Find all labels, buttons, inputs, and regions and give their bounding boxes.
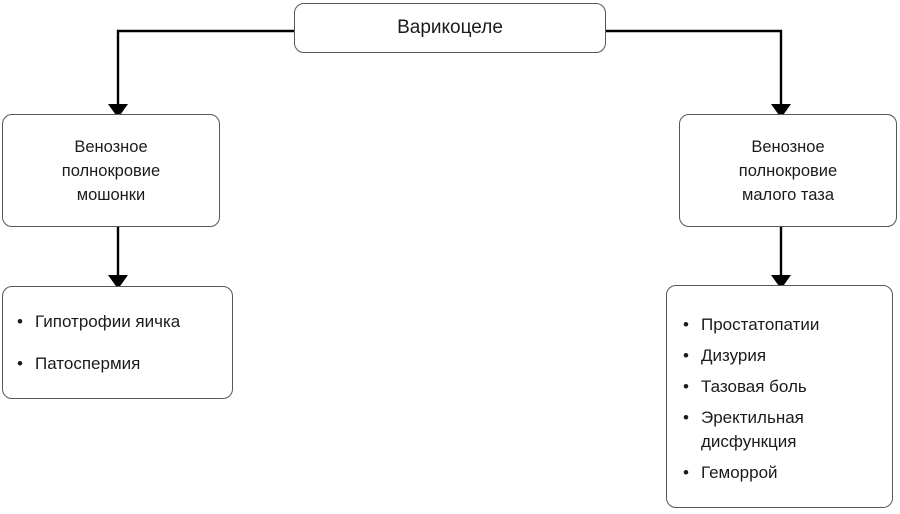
node-pelvic-outcomes[interactable]: • Простатопатии • Дизурия • Тазовая боль… bbox=[666, 285, 893, 508]
bullet-icon: • bbox=[17, 353, 23, 373]
node-pelvic-venous-congestion-label: Венозное полнокровие малого таза bbox=[738, 137, 838, 204]
bullet-icon: • bbox=[683, 345, 689, 365]
list-item: • Тазовая боль bbox=[683, 375, 882, 399]
connector-root-to-scrotum bbox=[116, 29, 294, 104]
list-item: • Геморрой bbox=[683, 461, 882, 485]
list-item-label: Дизурия bbox=[701, 345, 767, 365]
list-item-label: Простатопатии bbox=[701, 314, 820, 334]
bullet-icon: • bbox=[17, 311, 23, 331]
list-item-label: Патоспермия bbox=[35, 353, 141, 373]
connector-root-to-pelvis bbox=[606, 29, 783, 104]
node-varicocele-label: Варикоцеле bbox=[397, 17, 503, 38]
list-item-label: Гипотрофии яичка bbox=[35, 311, 181, 331]
scrotal-outcomes-list: • Гипотрофии яичка • Патоспермия bbox=[17, 310, 222, 376]
pelvic-outcomes-list: • Простатопатии • Дизурия • Тазовая боль… bbox=[683, 313, 882, 485]
list-item: • Патоспермия bbox=[17, 352, 222, 376]
list-item: • Эректильная дисфункция bbox=[683, 406, 882, 454]
bullet-icon: • bbox=[683, 462, 689, 482]
node-scrotal-outcomes[interactable]: • Гипотрофии яичка • Патоспермия bbox=[2, 286, 233, 399]
list-item: • Простатопатии bbox=[683, 313, 882, 337]
node-scrotal-venous-congestion-label: Венозное полнокровие мошонки bbox=[61, 137, 161, 204]
bullet-icon: • bbox=[683, 407, 689, 427]
bullet-icon: • bbox=[683, 314, 689, 334]
list-item-label: Геморрой bbox=[701, 462, 778, 482]
node-varicocele[interactable]: Варикоцеле bbox=[294, 3, 606, 53]
list-item-label: Тазовая боль bbox=[701, 376, 807, 396]
list-item-label: Эректильная дисфункция bbox=[701, 407, 804, 451]
node-scrotal-venous-congestion[interactable]: Венозное полнокровие мошонки bbox=[2, 114, 220, 227]
list-item: • Гипотрофии яичка bbox=[17, 310, 222, 334]
bullet-icon: • bbox=[683, 376, 689, 396]
node-pelvic-venous-congestion[interactable]: Венозное полнокровие малого таза bbox=[679, 114, 897, 227]
list-item: • Дизурия bbox=[683, 344, 882, 368]
